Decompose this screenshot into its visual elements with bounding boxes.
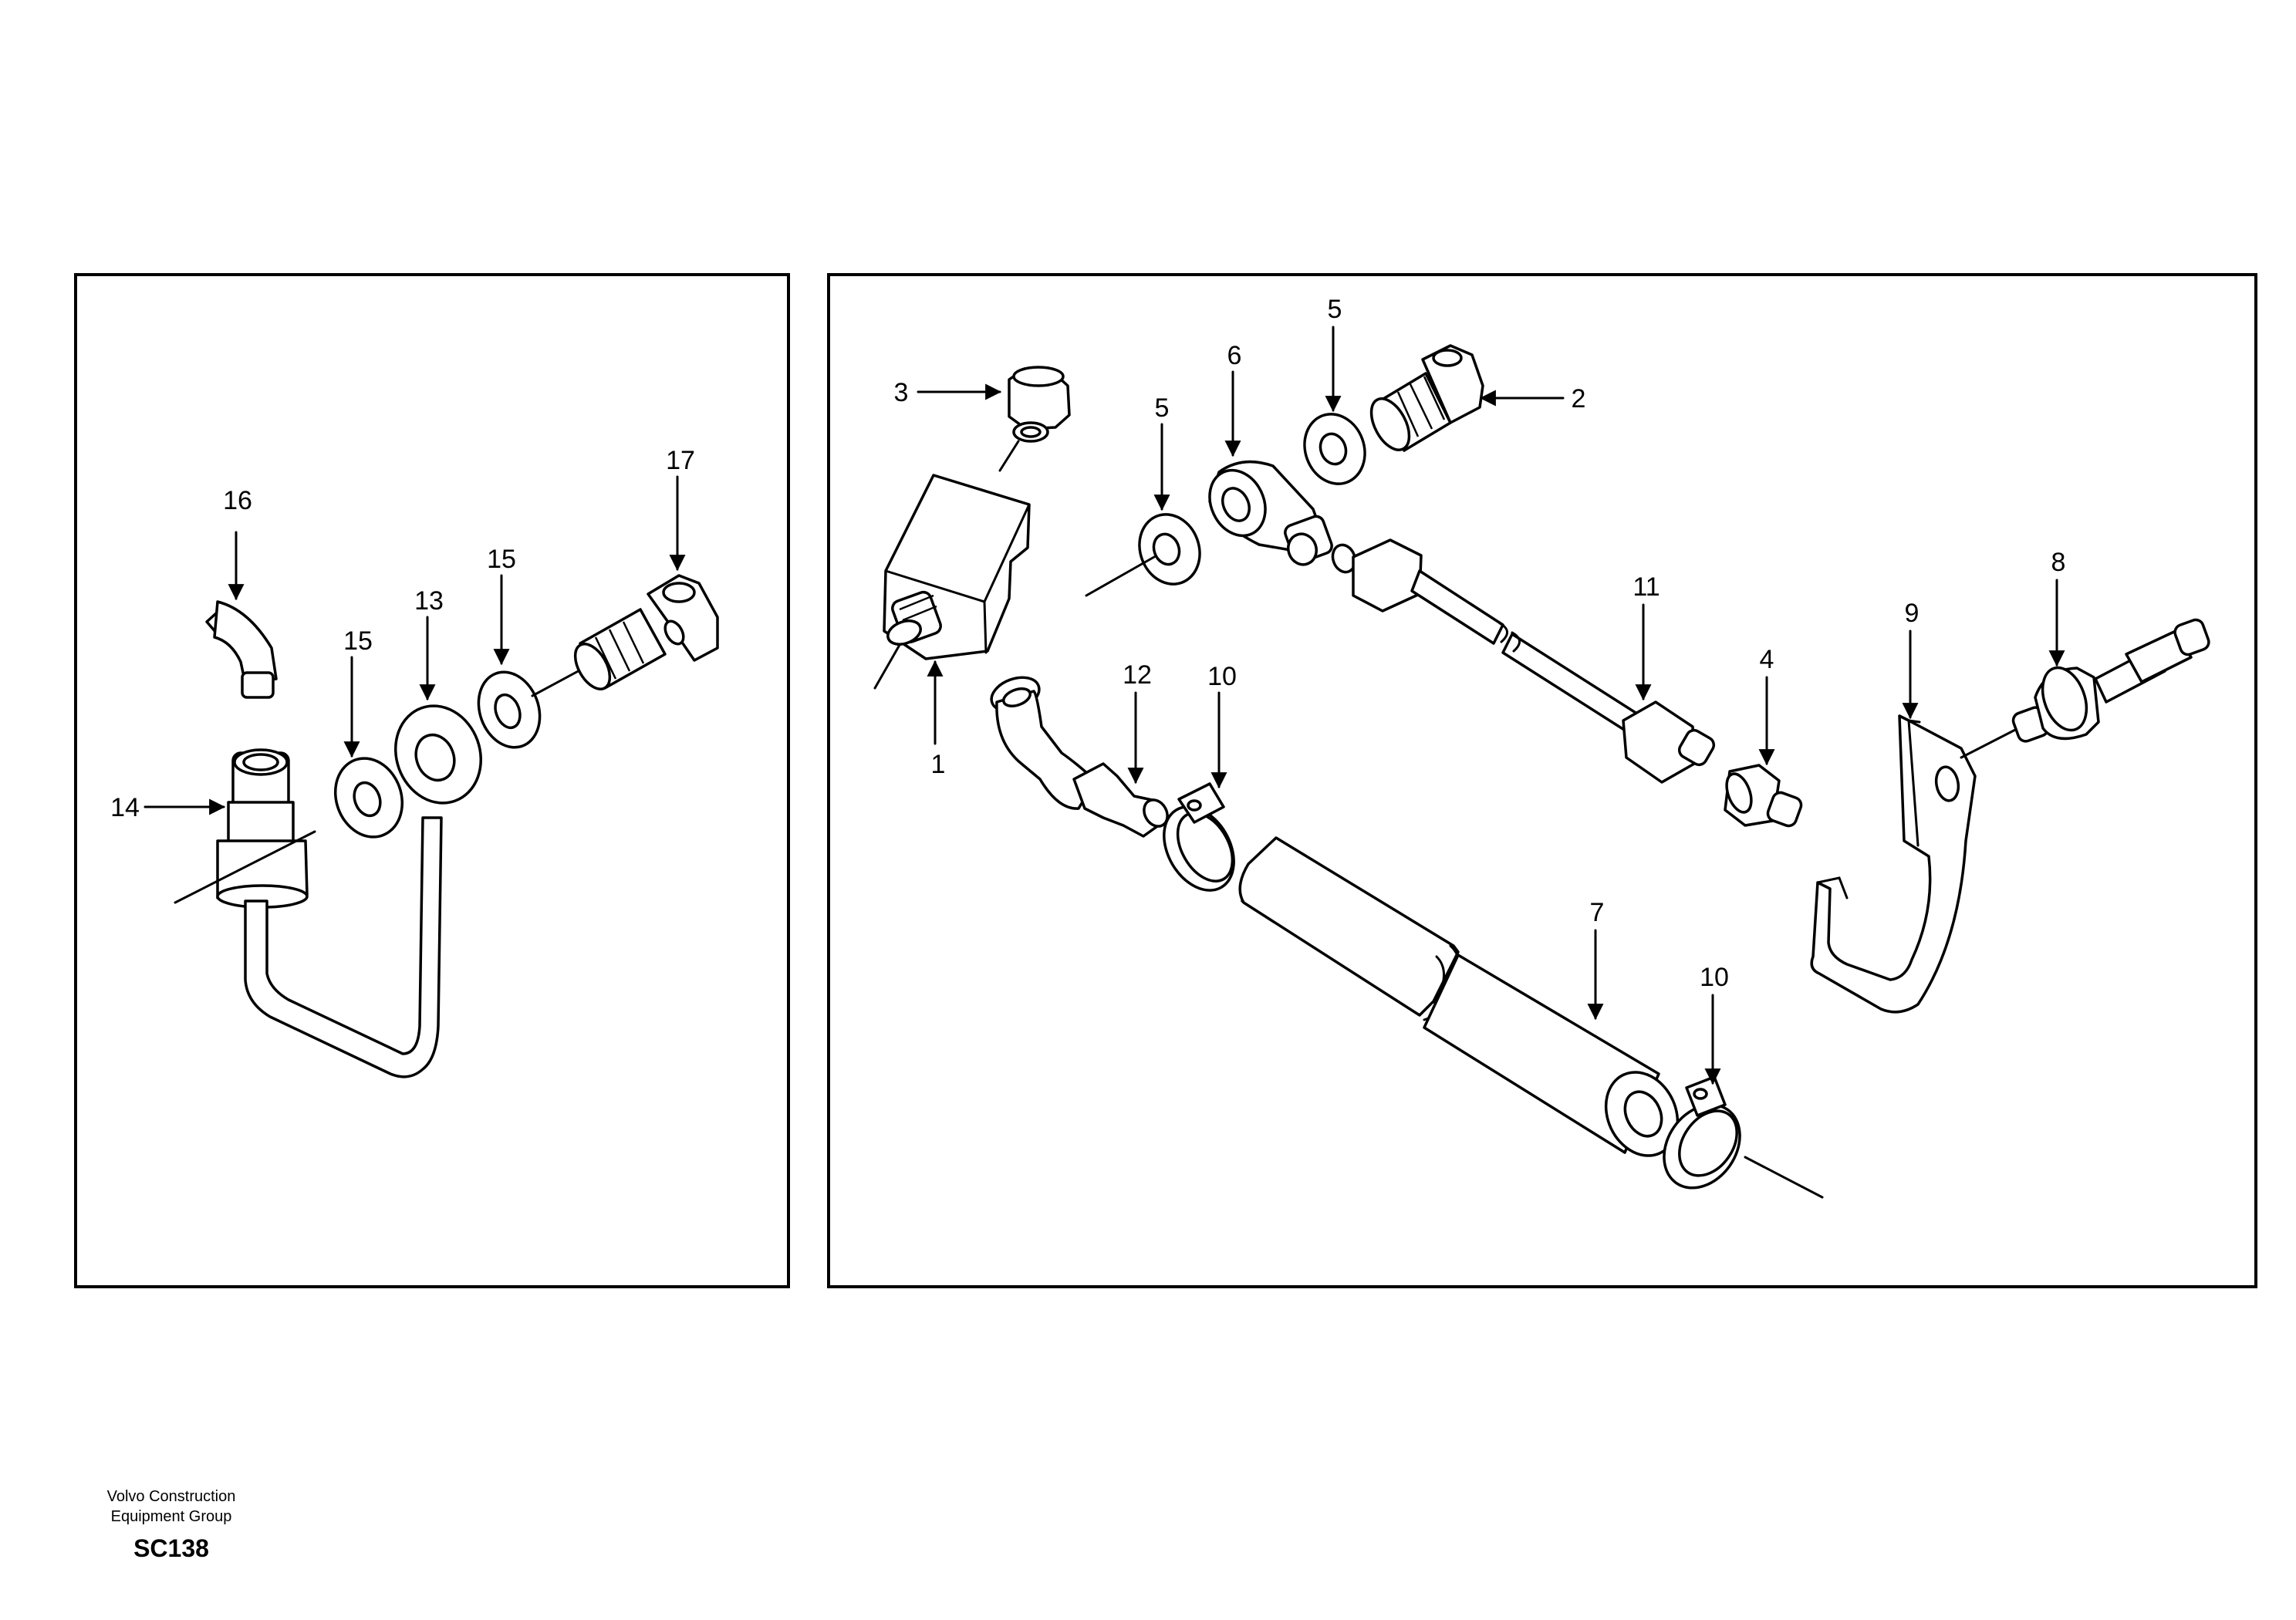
left-panel-frame: [74, 273, 790, 1288]
part-15-washer-left: [333, 757, 404, 839]
callout-8: 8: [2051, 548, 2066, 577]
part-13-pipe-assembly: [244, 704, 483, 1078]
callout-1: 1: [931, 750, 946, 779]
callout-3: 3: [894, 378, 909, 407]
part-5-washer-lower: [1085, 513, 1201, 597]
part-6-banjo-fitting: [1208, 460, 1333, 566]
part-10-hose-clamp-lower: [1663, 1075, 1824, 1199]
callout-5-upper: 5: [1328, 295, 1342, 324]
callout-17: 17: [666, 446, 695, 475]
callout-7: 7: [1590, 898, 1605, 927]
callout-16: 16: [223, 486, 252, 515]
callout-9: 9: [1905, 599, 1920, 628]
part-7-hose: [1238, 836, 1680, 1157]
callout-15-left: 15: [343, 626, 373, 656]
callout-12: 12: [1123, 660, 1152, 690]
footer: Volvo Construction Equipment Group SC138: [107, 1488, 236, 1562]
part-14-union-fitting: [174, 748, 316, 909]
part-16-elbow-fitting: [205, 600, 278, 699]
callout-10-upper: 10: [1207, 662, 1237, 691]
part-17-banjo-bolt: [531, 574, 719, 697]
callout-4: 4: [1760, 645, 1774, 674]
company-name-line1: Volvo Construction: [107, 1488, 236, 1505]
callout-2: 2: [1572, 384, 1586, 413]
part-8-fitting: [2011, 618, 2210, 743]
callout-6: 6: [1227, 341, 1242, 370]
leader-arrows: [144, 326, 2065, 1085]
part-1-junction-block: [873, 440, 1031, 690]
right-panel-frame: [827, 273, 2257, 1288]
callout-5-lower: 5: [1155, 393, 1170, 423]
callout-labels: 16 15 13 15 17 14 3 1 5 2 5 6 11 4 9 8 1…: [110, 295, 2065, 992]
part-4-adapter: [1724, 764, 1803, 828]
callout-15-right: 15: [487, 545, 516, 574]
callout-11: 11: [1633, 572, 1660, 602]
part-15-washer-right: [477, 670, 542, 749]
part-12-hose-barb-elbow: [990, 676, 1169, 838]
callout-10-lower: 10: [1700, 963, 1729, 992]
part-11-pipe-assembly: [1331, 538, 1716, 784]
part-3-plug-nut: [1008, 366, 1071, 443]
drawing-code: SC138: [133, 1534, 209, 1562]
callout-13: 13: [414, 586, 444, 616]
company-name-line2: Equipment Group: [111, 1508, 232, 1525]
part-5-washer-upper: [1303, 413, 1366, 485]
part-10-hose-clamp-upper: [1163, 782, 1235, 892]
part-2-banjo-bolt: [1369, 344, 1484, 452]
part-9-bracket: [1810, 714, 2020, 1014]
callout-14: 14: [110, 793, 140, 822]
